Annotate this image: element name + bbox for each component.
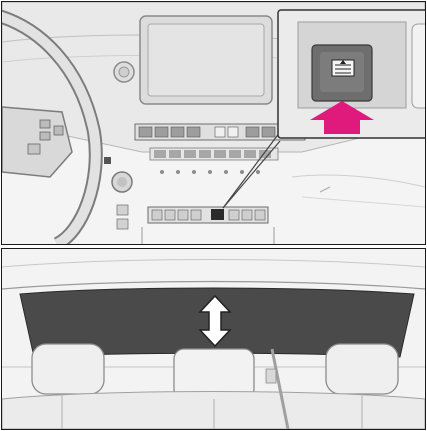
rear-sunshade-symbol-icon <box>332 60 354 76</box>
right-headrest <box>326 344 398 394</box>
console-switch-row <box>148 207 268 223</box>
dashboard-drawing <box>2 2 425 244</box>
control-knob-icon <box>112 172 132 192</box>
sunshade-switch-location <box>211 209 224 220</box>
small-indicator-square <box>104 157 111 164</box>
switch-closeup-inset <box>278 10 425 138</box>
left-headrest <box>32 344 104 394</box>
rear-sunshade-switch-button <box>312 45 372 101</box>
dashboard-illustration-panel <box>1 1 426 245</box>
center-display-screen <box>140 16 272 104</box>
rear-sunshade-illustration-panel <box>1 248 426 430</box>
rear-window-drawing <box>2 249 425 429</box>
round-air-vent-icon <box>114 62 134 82</box>
